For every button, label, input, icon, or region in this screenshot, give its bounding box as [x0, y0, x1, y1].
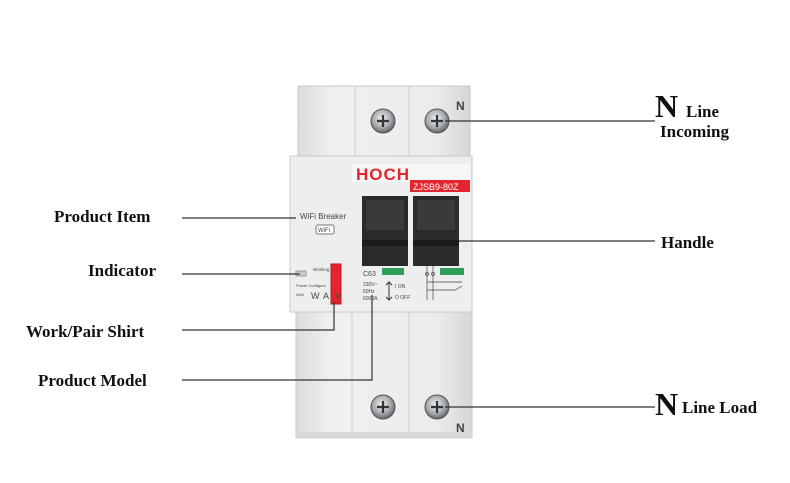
frequency-label: 50Hz	[363, 289, 375, 295]
terminal-top-label: N	[456, 99, 465, 113]
callout-lines	[182, 120, 655, 408]
brand-logo: HOCH	[356, 165, 410, 184]
callout-handle: Handle	[661, 233, 714, 252]
switch-off-label: O OFF	[395, 295, 410, 301]
callout-n-load-rest: Line Load	[682, 398, 758, 417]
callout-product-model: Product Model	[38, 371, 147, 390]
indicator-text: Working	[313, 267, 330, 272]
power-config-text: Power Configure	[296, 283, 327, 288]
rating-label: C63	[363, 271, 376, 278]
model-plate	[410, 180, 470, 192]
module-name: WiFi Breaker	[300, 212, 347, 221]
callout-indicator: Indicator	[88, 261, 156, 280]
callout-work-pair: Work/Pair Shirt	[26, 322, 145, 341]
rating-status-bar	[382, 268, 404, 275]
top-right-screw-icon	[424, 108, 450, 134]
brand-band	[352, 164, 470, 182]
kwh-label: kWh	[296, 292, 304, 297]
voltage-label: 230V~	[363, 282, 378, 288]
model-label: ZJSB9-80Z	[413, 182, 459, 192]
wifi-badge	[315, 224, 335, 235]
callout-n-load-big: N	[655, 386, 678, 422]
callout-product-item: Product Item	[54, 207, 150, 226]
meter-a: A	[323, 291, 329, 301]
wiring-schematic-icon	[425, 266, 464, 300]
meter-w: W	[311, 291, 320, 301]
callout-n-incoming-big: N	[655, 88, 678, 124]
switch-arrow-icon	[385, 281, 393, 301]
bottom-left-screw-icon	[370, 394, 396, 420]
meter-v: V	[335, 291, 341, 301]
top-left-screw-icon	[370, 108, 396, 134]
handle-right[interactable]	[413, 196, 459, 266]
wifi-badge-label: WiFi	[318, 228, 330, 234]
leader-work-pair	[182, 302, 335, 331]
terminal-bottom-label: N	[456, 421, 465, 435]
callout-n-incoming-line1: Line	[686, 102, 720, 121]
callout-n-incoming-line2: Incoming	[660, 122, 729, 141]
switch-on-label: I ON	[395, 284, 406, 290]
capacity-label: 6000A	[363, 296, 378, 302]
work-pair-button[interactable]	[330, 263, 342, 305]
handle-left[interactable]	[362, 196, 408, 266]
leader-product-model	[182, 295, 373, 381]
